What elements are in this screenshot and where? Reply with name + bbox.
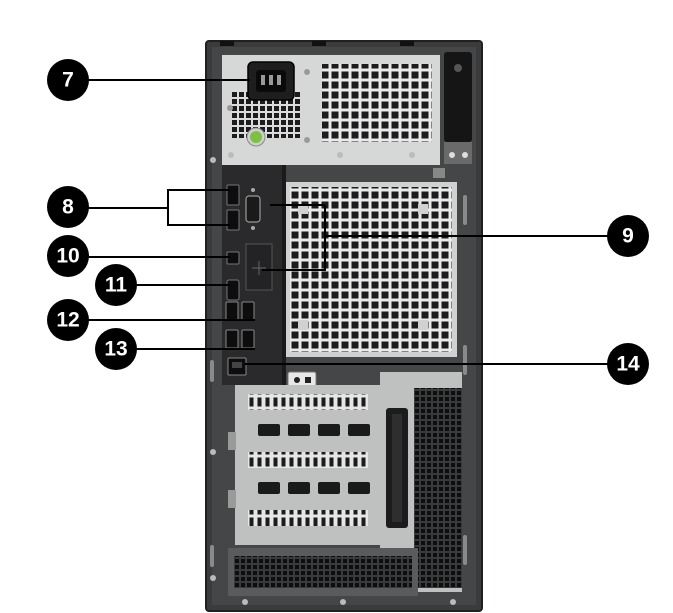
callout-13-label: 13 [104, 338, 127, 361]
fan-grille [285, 168, 457, 357]
psu-test-button[interactable] [246, 127, 266, 147]
power-connector[interactable] [247, 61, 295, 101]
bottom-vent [228, 548, 418, 596]
callout-10: 10 [47, 235, 89, 277]
callout-12-label: 12 [56, 309, 79, 332]
callout-13: 13 [95, 328, 137, 370]
callout-9-label: 9 [622, 225, 634, 248]
network-port[interactable] [227, 357, 247, 376]
callout-7-label: 7 [62, 69, 74, 92]
gpu-ports-row-1[interactable] [258, 424, 370, 436]
callout-12: 12 [47, 299, 89, 341]
leader-lines [70, 79, 612, 365]
side-vent [380, 372, 462, 592]
callout-11: 11 [95, 264, 137, 306]
callout-7: 7 [47, 59, 89, 101]
psu-panel [222, 55, 440, 165]
callout-10-label: 10 [56, 245, 79, 268]
frame-screws [210, 152, 456, 605]
expansion-slots [228, 385, 380, 545]
callout-14-label: 14 [616, 353, 640, 376]
gpu-ports-row-2[interactable] [258, 482, 370, 494]
callout-11-label: 11 [105, 274, 128, 297]
callout-14: 14 [607, 343, 649, 385]
usb-c-port[interactable] [226, 279, 240, 301]
callout-8-label: 8 [62, 196, 74, 219]
callout-9: 9 [607, 215, 649, 257]
padlock-loop [444, 52, 472, 164]
callout-8: 8 [47, 186, 89, 228]
usb-ports-upper[interactable] [225, 301, 255, 321]
optional-port-slot[interactable] [245, 188, 273, 291]
